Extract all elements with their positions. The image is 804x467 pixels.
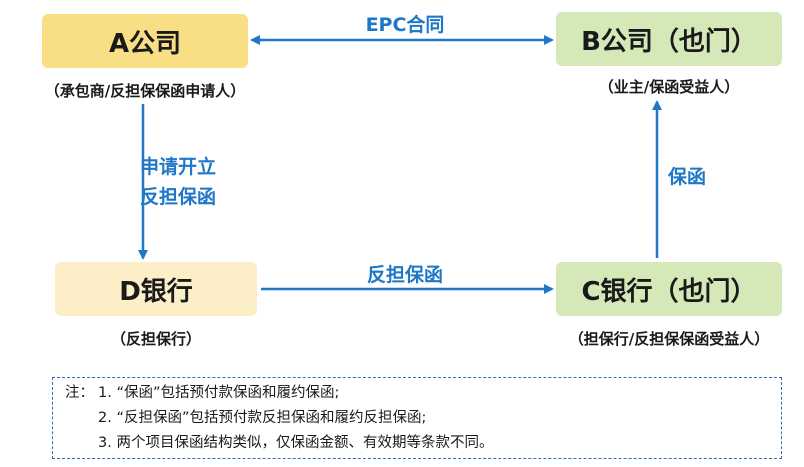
- node-bank-c-label: C银行（也门）: [581, 276, 757, 307]
- node-company-b-label: B公司（也门）: [581, 26, 757, 57]
- note-line-3: 3. 两个项目保函结构类似，仅保函金额、有效期等条款不同。: [65, 431, 771, 456]
- node-company-b: B公司（也门）: [556, 12, 782, 66]
- note-text-3: 3. 两个项目保函结构类似，仅保函金额、有效期等条款不同。: [98, 435, 494, 451]
- note-text-2: 2. “反担保函”包括预付款反担保函和履约反担保函;: [98, 410, 427, 426]
- node-company-a-label: A公司: [108, 28, 182, 59]
- node-bank-d: D银行: [55, 262, 257, 316]
- note-box: 注： 1. “保函”包括预付款保函和履约保函; 2. “反担保函”包括预付款反担…: [52, 377, 782, 459]
- node-bank-c-role: （担保行/反担保保函受益人）: [568, 330, 770, 348]
- edge-label-apply-line1: 申请开立: [140, 156, 217, 178]
- note-line-2: 2. “反担保函”包括预付款反担保函和履约反担保函;: [65, 406, 771, 431]
- note-text-1: 1. “保函”包括预付款保函和履约保函;: [98, 385, 340, 401]
- node-bank-c: C银行（也门）: [556, 262, 782, 316]
- edge-label-epc-contract: EPC合同: [365, 14, 445, 36]
- note-indent: [65, 431, 98, 456]
- edge-label-guarantee: 保函: [668, 166, 707, 188]
- node-bank-d-role: （反担保行）: [110, 330, 201, 348]
- edge-label-apply-counter-guarantee: 申请开立 反担保函: [140, 152, 260, 212]
- node-company-b-role: （业主/保函受益人）: [598, 78, 740, 96]
- edge-label-counter-guarantee: 反担保函: [366, 264, 443, 286]
- edge-label-apply-line2: 反担保函: [140, 186, 217, 208]
- note-line-1: 注： 1. “保函”包括预付款保函和履约保函;: [65, 381, 771, 406]
- node-company-a: A公司: [42, 14, 248, 68]
- note-prefix: 注：: [65, 385, 94, 401]
- node-bank-d-label: D银行: [119, 276, 193, 307]
- node-company-a-role: （承包商/反担保保函申请人）: [44, 82, 246, 100]
- note-indent: [65, 406, 98, 431]
